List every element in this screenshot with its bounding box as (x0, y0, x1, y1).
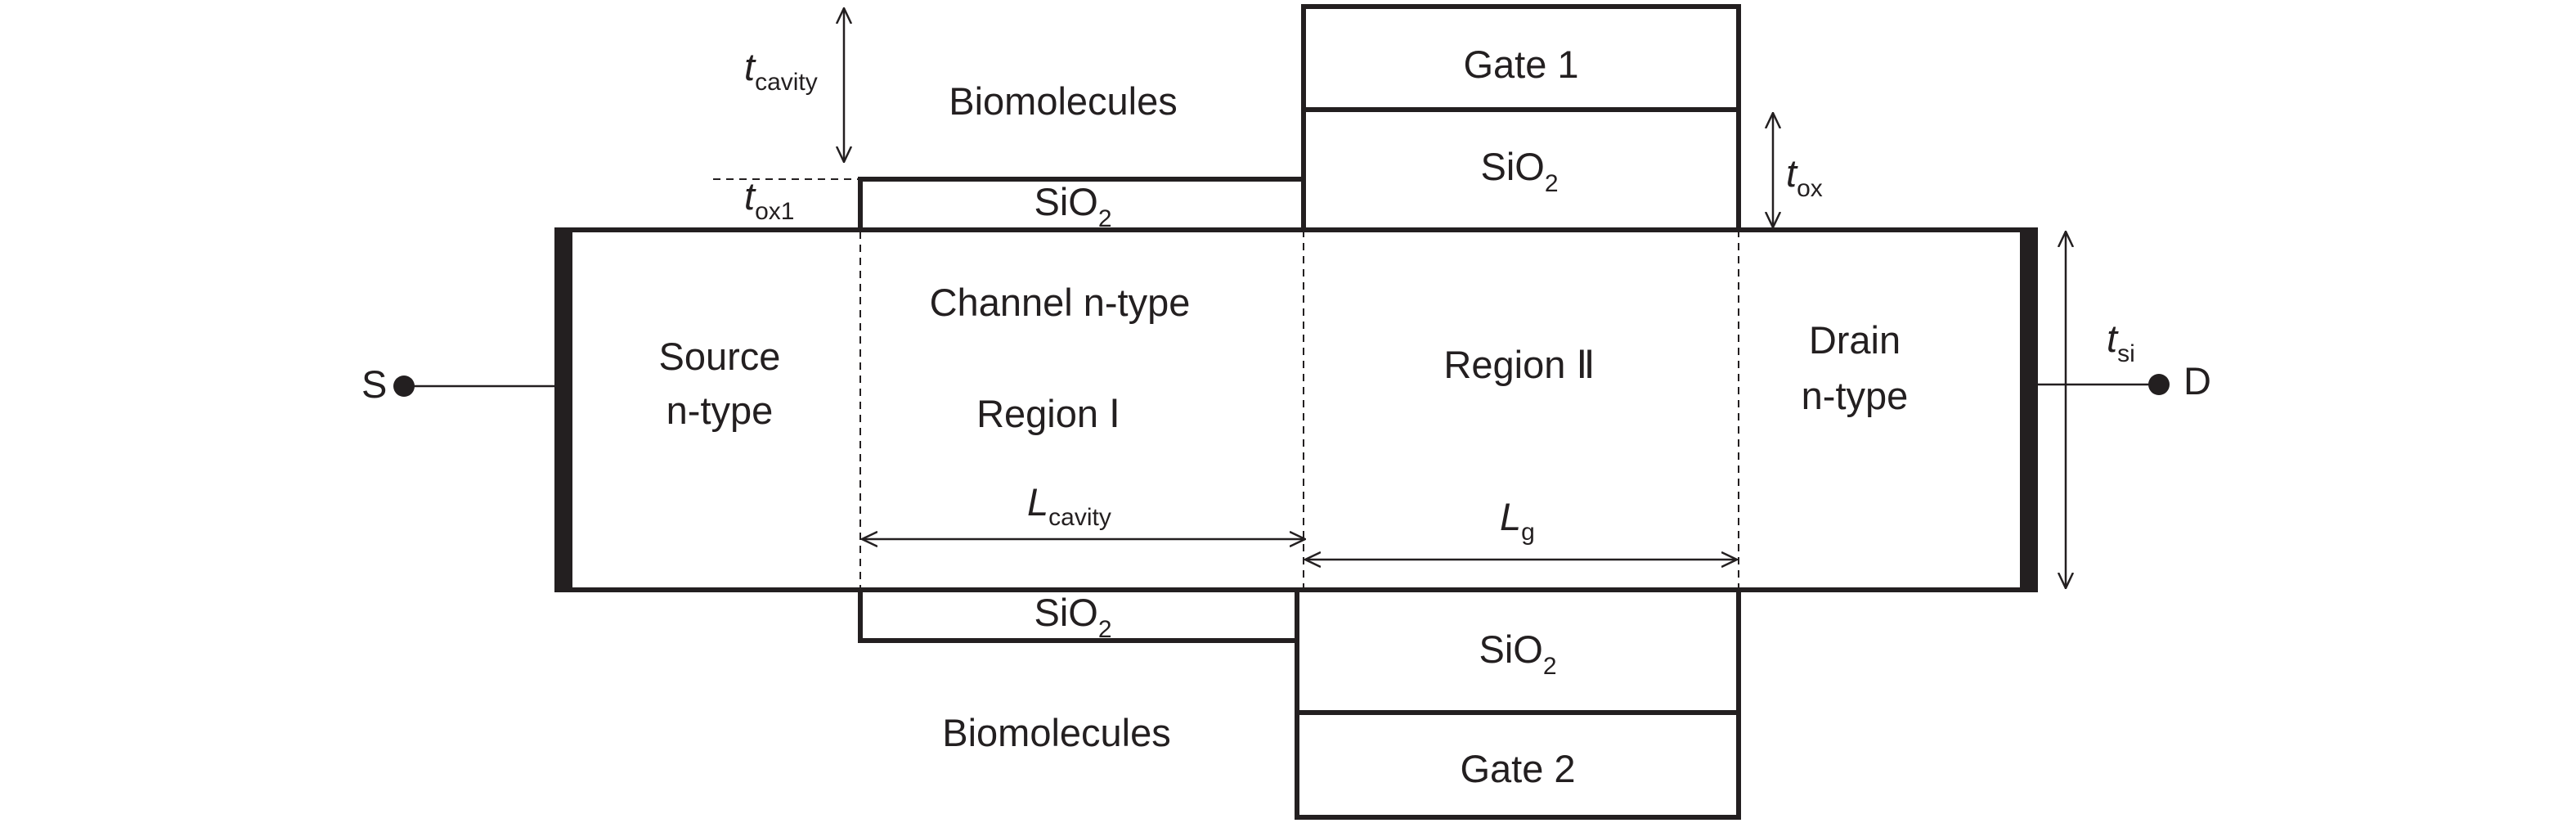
gate2-label: Gate 2 (1460, 747, 1575, 790)
channel-label: Channel n-type (930, 281, 1191, 324)
drain-contact (2020, 227, 2038, 592)
source-label-line1: Source (659, 335, 781, 378)
bottom-cavity-oxide-label: SiO2 (1034, 591, 1111, 643)
l-g-label: Lg (1500, 495, 1535, 546)
drain-label-line1: Drain (1809, 318, 1901, 362)
t-ox1-label: tox1 (744, 174, 794, 225)
bottom-gate-oxide-label: SiO2 (1479, 627, 1556, 680)
region2-label: Region Ⅱ (1443, 343, 1595, 386)
top-gate-oxide-box (1301, 107, 1741, 232)
gate2-box (1295, 710, 1741, 820)
source-label-line2: n-type (666, 389, 774, 432)
drain-label-line2: n-type (1802, 374, 1909, 417)
drain-terminal-dot (2148, 374, 2170, 395)
t-cavity-label: tcavity (744, 45, 818, 96)
biomolecules-top-label: Biomolecules (949, 79, 1178, 123)
gate1-label: Gate 1 (1463, 43, 1578, 86)
source-terminal-label: S (361, 362, 387, 406)
t-si-label: tsi (2107, 317, 2135, 367)
top-gate-oxide-label: SiO2 (1480, 145, 1558, 197)
l-cavity-label: Lcavity (1027, 480, 1111, 531)
biomolecules-bottom-label: Biomolecules (942, 711, 1171, 754)
t-ox-label: tox (1786, 151, 1823, 202)
region1-label: Region Ⅰ (976, 392, 1120, 435)
source-contact (554, 227, 572, 592)
drain-terminal-label: D (2183, 359, 2211, 403)
top-cavity-oxide-label: SiO2 (1034, 180, 1111, 232)
source-terminal-dot (393, 376, 415, 397)
top-cavity-oxide-box (858, 177, 1306, 232)
